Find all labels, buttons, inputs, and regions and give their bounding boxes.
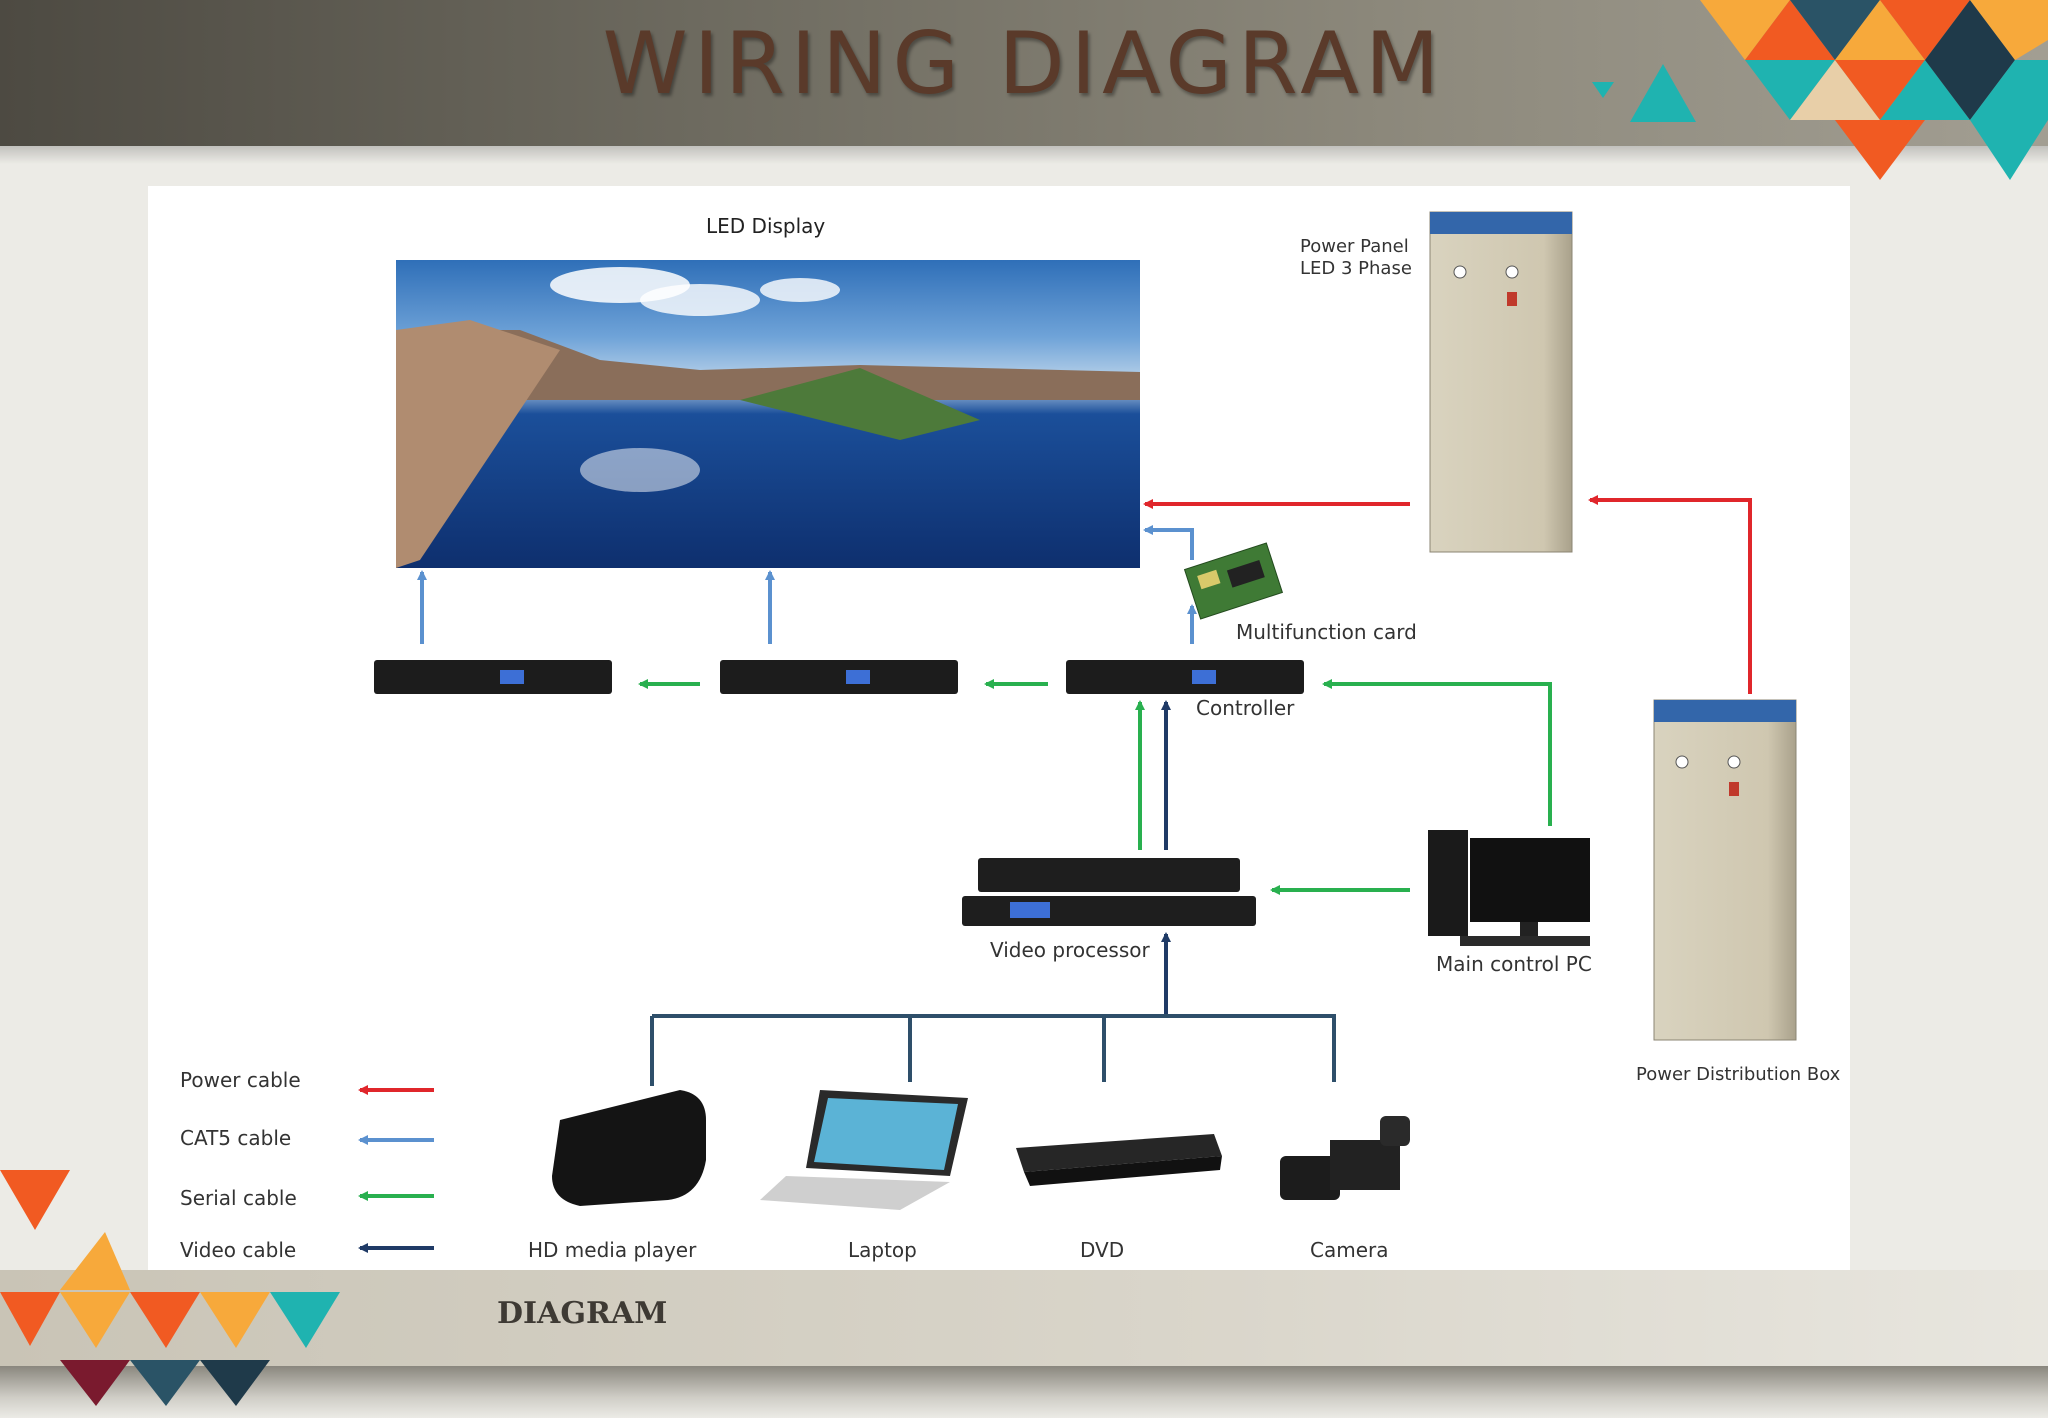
- camera-device: [1280, 1116, 1410, 1200]
- dvd-label: DVD: [1080, 1238, 1125, 1262]
- hd-media-player-label: HD media player: [528, 1238, 697, 1262]
- receiver-box-2: [720, 660, 958, 694]
- receiver-box-1: [374, 660, 612, 694]
- source-bus: [650, 1014, 1336, 1086]
- laptop-label: Laptop: [848, 1238, 917, 1262]
- main-control-pc: [1428, 830, 1590, 946]
- bottom-left-triangle-decoration: [0, 1170, 340, 1406]
- legend-serial-label: Serial cable: [180, 1186, 297, 1210]
- dvd-device: [1016, 1134, 1222, 1186]
- header-shadow: [0, 146, 2048, 164]
- power-panel-label-line2: LED 3 Phase: [1300, 258, 1412, 279]
- power-panel-label-line1: Power Panel: [1300, 236, 1409, 257]
- power-distribution-box-cabinet: [1653, 699, 1797, 1041]
- controller-label: Controller: [1196, 696, 1295, 720]
- slide-title: WIRING DIAGRAM: [602, 14, 1446, 114]
- controller-box: [1066, 660, 1304, 694]
- multifunction-card: [1183, 542, 1284, 620]
- footer-bar: [0, 1270, 2048, 1366]
- legend-cat5-label: CAT5 cable: [180, 1126, 292, 1150]
- laptop-device: [760, 1090, 968, 1210]
- multifunction-card-label: Multifunction card: [1236, 620, 1417, 644]
- footer-label: DIAGRAM: [497, 1296, 668, 1331]
- camera-label: Camera: [1310, 1238, 1389, 1262]
- video-processor: [962, 858, 1256, 926]
- power-distribution-box-label: Power Distribution Box: [1636, 1064, 1841, 1085]
- led-display-screen: [396, 260, 1140, 568]
- power-panel-cabinet: [1429, 211, 1573, 553]
- led-display-label: LED Display: [706, 214, 826, 238]
- top-right-triangle-decoration: [1592, 0, 2048, 180]
- footer-shadow: [0, 1366, 2048, 1418]
- header-bar: [0, 0, 2048, 146]
- legend-power-label: Power cable: [180, 1068, 301, 1092]
- video-processor-label: Video processor: [990, 938, 1150, 962]
- legend-video-label: Video cable: [180, 1238, 297, 1262]
- main-control-pc-label: Main control PC: [1436, 952, 1592, 976]
- hd-media-player-device: [552, 1090, 706, 1206]
